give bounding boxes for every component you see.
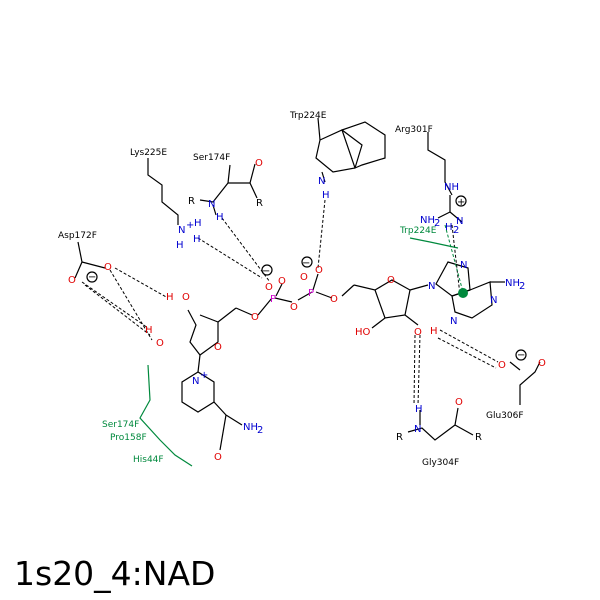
lys-h3: H (193, 234, 201, 245)
p1-minus: − (262, 266, 270, 277)
adenine-n1: N (490, 295, 497, 306)
asp-charge-ring (86, 271, 98, 283)
ribose-hydroxyl-o: O (182, 292, 190, 303)
amide-nh-sub: 2 (257, 425, 263, 436)
residue-arg301f: Arg301F (395, 125, 433, 135)
arg-nh2: NH (420, 215, 435, 226)
amide-nh: NH (243, 422, 258, 433)
adeno-o: O (414, 327, 422, 338)
adeno-ho: HO (355, 327, 371, 338)
pyridinium-charge: + (200, 370, 208, 381)
bridge-o: O (290, 302, 298, 313)
trp-indole-h: H (322, 190, 330, 201)
lys-h2: H (176, 240, 184, 251)
ribose-ring-o: O (214, 342, 222, 353)
ser-h: H (216, 212, 224, 223)
asp-h1: H (166, 292, 174, 303)
ribose-hydroxyl-o2: O (156, 338, 164, 349)
arg-charge-ring (455, 195, 467, 207)
adenine-n7: N (460, 260, 467, 271)
glu-charge-ring (515, 349, 527, 361)
residue-labels: Trp224E Arg301F Lys225E Ser174F Asp172F … (58, 111, 524, 468)
arg-nh2-sub: 2 (434, 218, 440, 229)
gly-o: O (455, 397, 463, 408)
residue-ser174f: Ser174F (193, 153, 230, 163)
gly-n: N (414, 424, 421, 435)
glu-minus: − (517, 350, 525, 361)
hydrogen-bonds (81, 199, 499, 406)
asp-o1: O (68, 275, 76, 286)
asp-minus: − (88, 272, 96, 283)
adenine-n9: N (428, 281, 435, 292)
amide-o: O (214, 452, 222, 463)
lys-h1: H (194, 218, 202, 229)
ser-r2: R (256, 198, 263, 209)
p1-o-b: O (278, 276, 286, 287)
p2-minus: − (302, 258, 310, 269)
ser-o: O (255, 158, 263, 169)
residue-lys225e: Lys225E (130, 148, 167, 158)
ser-n: N (208, 199, 215, 210)
p1-charge-ring (261, 264, 273, 276)
lys-n: N (178, 225, 185, 236)
arg-plus: + (457, 197, 465, 208)
atom-labels: O O O O H H N + NH 2 O P P O O O O O O −… (68, 158, 546, 463)
gly-r2: R (475, 432, 482, 443)
residue-trp224e: Trp224E (289, 111, 327, 121)
glu-o1: O (498, 360, 506, 371)
residue-his44f-hydrophobic: His44F (133, 455, 164, 465)
ester-o-nico: O (251, 312, 259, 323)
adenine-nh-sub: 2 (519, 281, 525, 292)
gly-r1: R (396, 432, 403, 443)
residue-glu306f: Glu306F (486, 411, 524, 421)
p2-charge-ring (301, 256, 313, 268)
ligand-bonds (74, 117, 541, 451)
residue-trp224e-hydrophobic: Trp224E (399, 226, 437, 236)
diagram-title: 1s20_4:NAD (14, 554, 215, 593)
lys-n-charge: + (186, 220, 194, 231)
trp-indole-n: N (318, 176, 325, 187)
asp-h2: H (145, 325, 153, 336)
glu-o2: O (538, 358, 546, 369)
adenine-n3: N (450, 316, 457, 327)
arg-h2-sub: 2 (453, 225, 459, 236)
arg-h2: H (445, 222, 453, 233)
phosphate-p2: P (308, 288, 314, 299)
asp-o2: O (104, 262, 112, 273)
adenine-nh: NH (505, 278, 520, 289)
residue-asp172f: Asp172F (58, 231, 97, 241)
residue-gly304f: Gly304F (422, 458, 459, 468)
adeno-ring-o: O (387, 275, 395, 286)
arg-n: N (456, 216, 463, 227)
ester-o-adeno: O (330, 294, 338, 305)
phosphate-p1: P (270, 294, 276, 305)
residue-ser174f-hydrophobic: Ser174F (102, 420, 139, 430)
p2-o-b: O (315, 265, 323, 276)
arg-nh: NH (444, 182, 459, 193)
p1-o-a: O (265, 282, 273, 293)
hydrophobic-contacts (139, 237, 468, 467)
pi-stack-centroid (458, 288, 468, 298)
adeno-h: H (430, 326, 438, 337)
gly-h: H (415, 404, 423, 415)
residue-pro158f-hydrophobic: Pro158F (110, 433, 147, 443)
pyridinium-n: N (192, 376, 199, 387)
ser-r1: R (188, 196, 195, 207)
p2-o-a: O (300, 272, 308, 283)
